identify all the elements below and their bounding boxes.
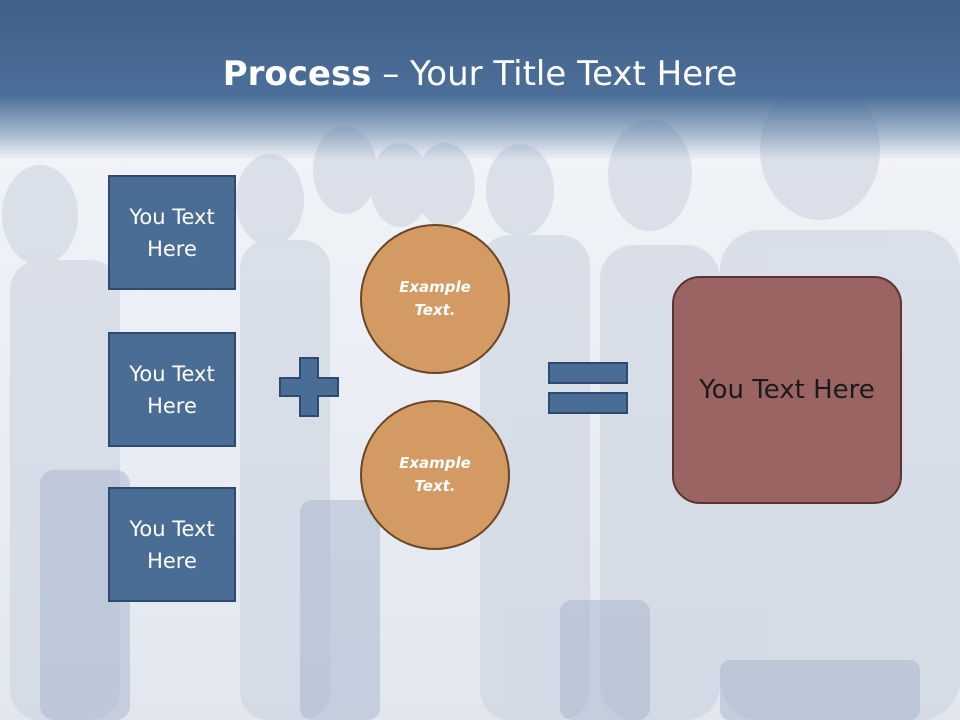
text-box-1-line1: You Text [129,204,215,229]
text-box-2[interactable]: You Text Here [108,332,236,447]
text-box-1-line2: Here [147,236,197,261]
example-circle-1[interactable]: Example Text. [360,224,510,374]
circle-1-line2: Text. [414,301,456,319]
circle-1-line1: Example [399,278,471,296]
circle-2-line1: Example [399,454,471,472]
title-bold: Process [222,54,372,94]
slide-title: Process – Your Title Text Here [0,52,960,96]
text-box-3-line1: You Text [129,516,215,541]
circle-2-line2: Text. [414,477,456,495]
result-label: You Text Here [699,375,875,405]
text-box-1[interactable]: You Text Here [108,175,236,290]
title-bar [0,0,960,160]
title-rest: – Your Title Text Here [371,54,738,94]
example-circle-2[interactable]: Example Text. [360,400,510,550]
result-box[interactable]: You Text Here [672,276,902,504]
text-box-3-line2: Here [147,548,197,573]
text-box-2-line2: Here [147,393,197,418]
text-box-3[interactable]: You Text Here [108,487,236,602]
text-box-2-line1: You Text [129,361,215,386]
equals-icon [548,362,628,414]
plus-icon [279,357,339,417]
